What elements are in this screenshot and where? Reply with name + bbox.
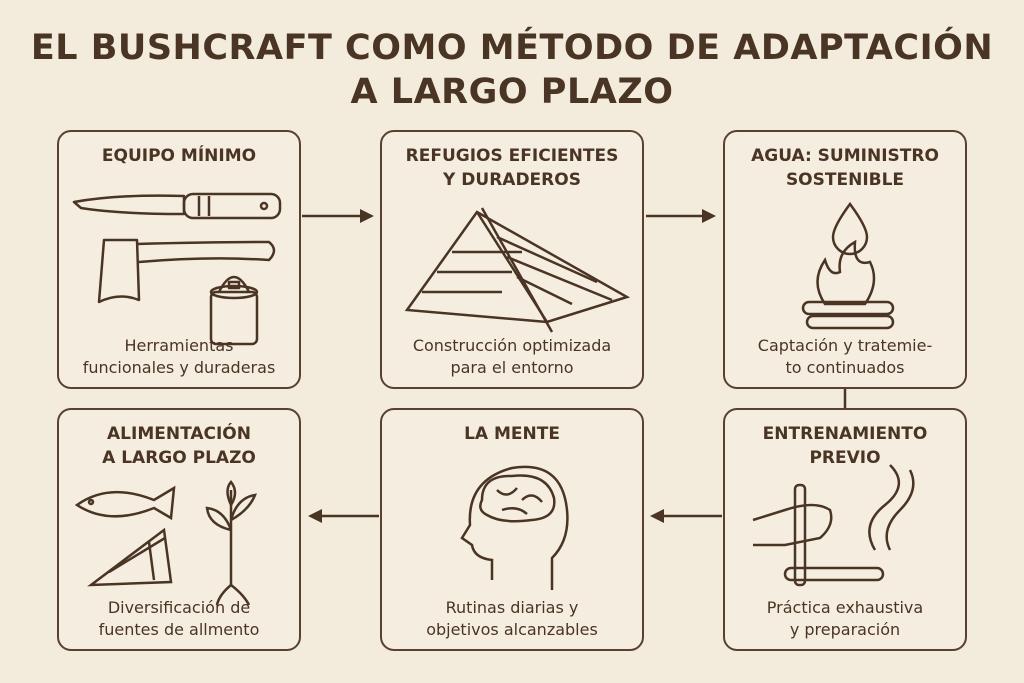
brain-head-icon xyxy=(460,465,569,590)
shelter-icon xyxy=(404,207,631,333)
card-la-mente: LA MENTE Rutinas diarias y objetivos alca… xyxy=(380,408,644,651)
fish-plant-trap-icon xyxy=(74,480,257,606)
card-desc-2: objetivos alcanzables xyxy=(426,620,598,639)
card-desc-2: y preparación xyxy=(789,620,901,639)
arrow-right-icon xyxy=(302,209,374,223)
water-fire-icon xyxy=(801,201,895,330)
card-desc-2: para el entorno xyxy=(450,358,574,377)
arrow-left-icon xyxy=(650,509,722,523)
card-desc-1: Captación y tratemie- xyxy=(757,336,933,355)
card-refugios: REFUGIOS EFICIENTES Y DURADEROS Construcc… xyxy=(380,130,644,389)
title-line-2: A LARGO PLAZO xyxy=(350,72,674,112)
card-desc-2: funcionales y duraderas xyxy=(82,358,276,377)
card-desc-1: Práctica exhaustiva xyxy=(766,598,924,617)
card-title-2: PREVIO xyxy=(809,448,881,468)
card-title: LA MENTE xyxy=(464,424,560,444)
knife-axe-pot-icon xyxy=(72,192,282,346)
card-title-1: AGUA: SUMINISTRO xyxy=(751,146,939,166)
card-equipo-minimo: EQUIPO MÍNIMO Herramientas funcionales y … xyxy=(57,130,301,389)
fire-drill-icon xyxy=(752,464,915,587)
title-line-1: EL BUSHCRAFT COMO MÉTODO DE ADAPTACIÓN xyxy=(30,28,994,68)
card-title-1: REFUGIOS EFICIENTES xyxy=(405,146,619,166)
card-entrenamiento: ENTRENAMIENTO PREVIO Práctica exhaustiva y… xyxy=(723,408,967,651)
arrow-right-icon xyxy=(646,209,716,223)
card-title-1: ALIMENTACIÓN xyxy=(107,424,251,444)
card-agua: AGUA: SUMINISTRO SOSTENIBLE Captación y t… xyxy=(723,130,967,389)
card-desc-2: fuentes de allmento xyxy=(98,620,260,639)
card-desc-1: Diversificación de xyxy=(107,598,251,617)
card-alimentacion: ALIMENTACIÓN A LARGO PLAZO Diversificació… xyxy=(57,408,301,651)
card-title-1: ENTRENAMIENTO xyxy=(762,424,928,444)
card-desc-1: Construcción optimizada xyxy=(412,336,612,355)
card-title-2: SOSTENIBLE xyxy=(785,170,905,190)
card-desc-1: Herramientas xyxy=(124,336,234,355)
card-desc-1: Rutinas diarias y xyxy=(445,598,579,617)
card-title-2: A LARGO PLAZO xyxy=(102,448,256,468)
arrow-left-icon xyxy=(308,509,379,523)
card-desc-2: to continuados xyxy=(785,358,905,377)
card-title: EQUIPO MÍNIMO xyxy=(101,146,257,166)
card-title-2: Y DURADEROS xyxy=(443,170,581,190)
